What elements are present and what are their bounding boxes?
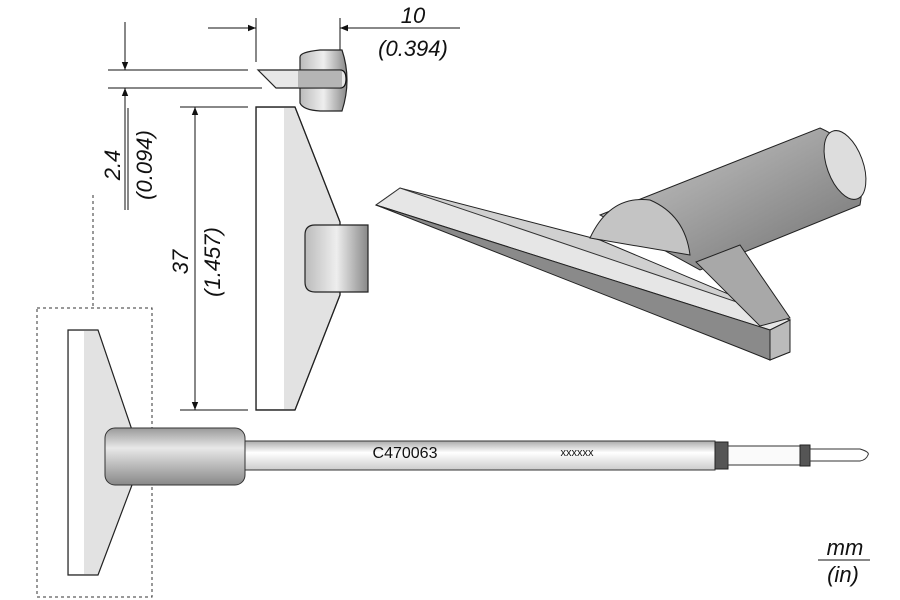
thickness-in: (0.094) bbox=[132, 130, 157, 200]
width-in: (0.394) bbox=[378, 36, 448, 61]
front-view bbox=[255, 106, 369, 411]
width-dimension: 10 (0.394) bbox=[208, 3, 460, 62]
unit-mm: mm bbox=[827, 535, 864, 560]
thickness-mm: 2.4 bbox=[100, 150, 125, 182]
length-in: (1.457) bbox=[200, 227, 225, 297]
length-mm: 37 bbox=[168, 249, 193, 274]
units-legend: mm (in) bbox=[818, 535, 870, 587]
width-mm: 10 bbox=[401, 3, 426, 28]
part-number: C470063 bbox=[373, 445, 438, 462]
tip-assembly: C470063 xxxxxx bbox=[67, 329, 869, 576]
unit-in: (in) bbox=[827, 562, 859, 587]
serial-placeholder: xxxxxx bbox=[561, 447, 595, 459]
thickness-dimension: 2.4 (0.094) bbox=[100, 22, 262, 210]
iso-view bbox=[374, 127, 867, 361]
side-view bbox=[256, 49, 348, 112]
length-dimension: 37 (1.457) bbox=[168, 106, 248, 411]
